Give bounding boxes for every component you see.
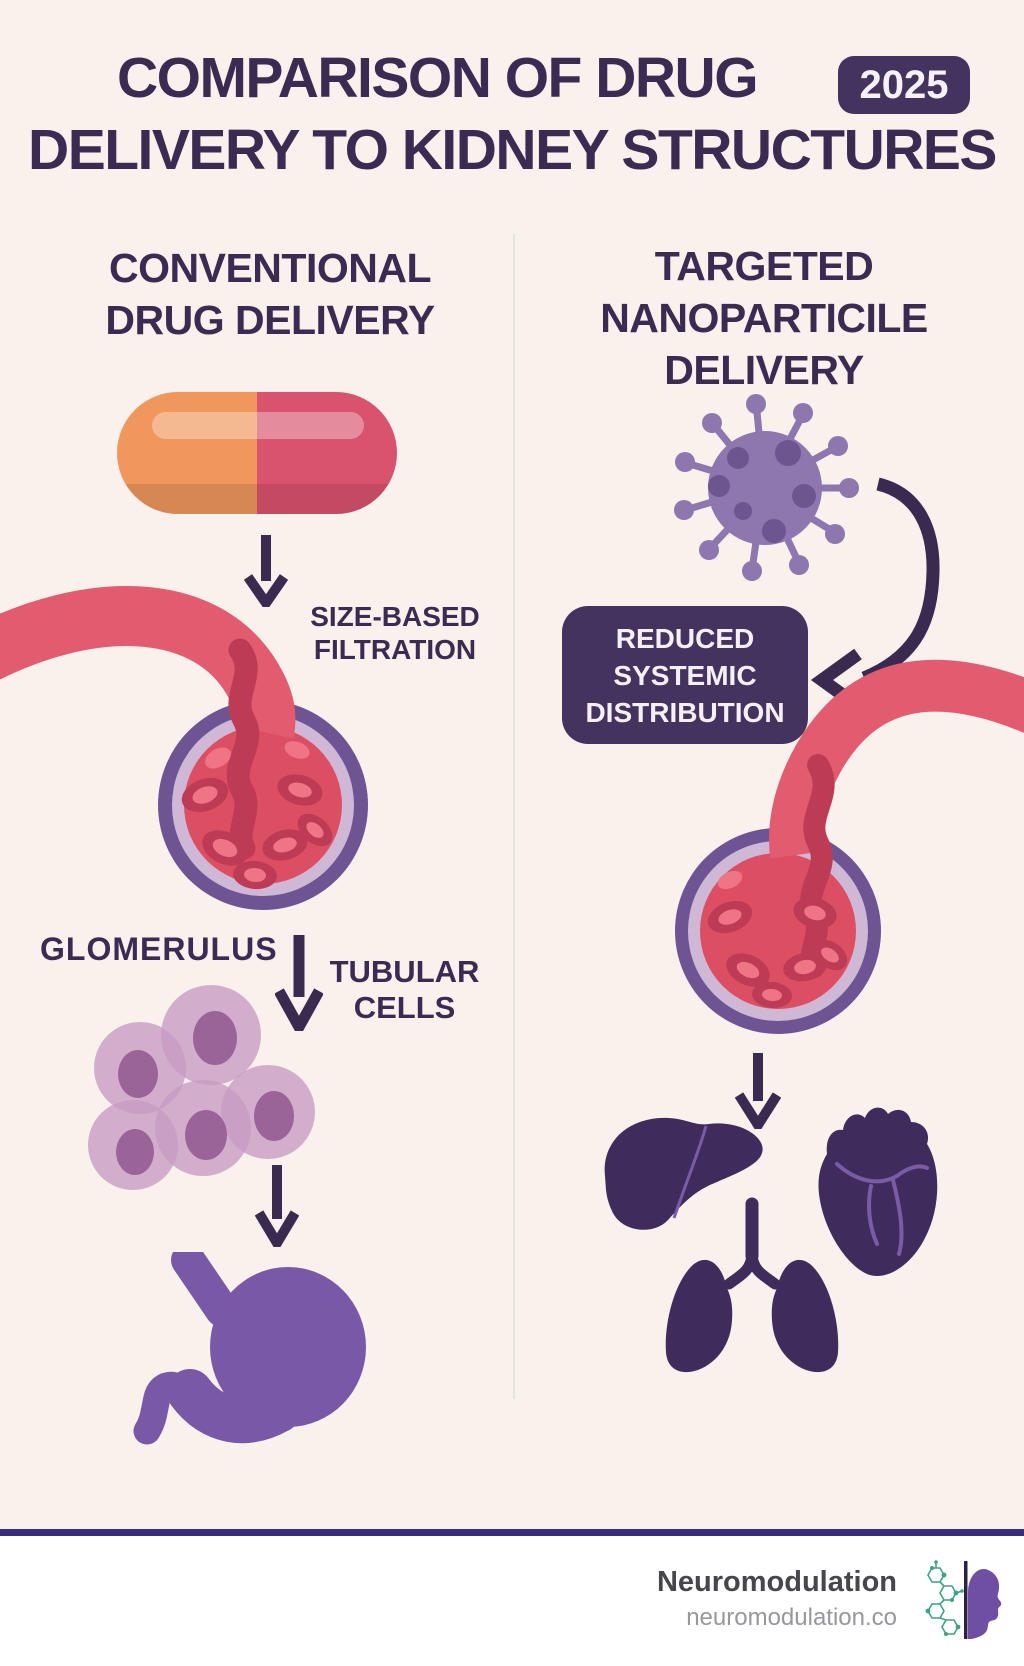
- head-silhouette: [968, 1569, 1002, 1639]
- organs-group: [604, 1107, 938, 1373]
- tubular-cells-label: TUBULAR CELLS: [322, 954, 487, 1026]
- page-title-line1: COMPARISON OF DRUG: [116, 46, 759, 110]
- filtration-label: SIZE-BASED FILTRATION: [300, 600, 490, 666]
- brand-name: Neuromodulation: [656, 1566, 897, 1598]
- filtration-label-line1: SIZE-BASED: [310, 601, 480, 632]
- lungs-icon: [665, 1197, 839, 1373]
- left-column-heading: CONVENTIONAL DRUG DELIVERY: [0, 242, 540, 346]
- brand-website: neuromodulation.co: [686, 1604, 897, 1631]
- right-column-heading: TARGETED NANOPARTICILE DELIVERY: [514, 240, 1014, 396]
- capillary-loops: [707, 870, 848, 1009]
- tubular-label-line2: CELLS: [353, 990, 456, 1025]
- tubular-label-line1: TUBULAR: [329, 954, 480, 989]
- nanoparticle-icon: [674, 394, 859, 581]
- down-arrow-icon: [244, 535, 288, 607]
- blood-vessel-glomerulus-icon: [675, 659, 1024, 1034]
- brand-logo: [925, 1560, 1002, 1639]
- badge-line2: SYSTEMIC: [613, 659, 757, 691]
- left-heading-line1: CONVENTIONAL: [109, 245, 432, 291]
- tubular-cells-icon: [88, 985, 315, 1190]
- right-heading-line2: NANOPARTICILE: [600, 295, 928, 341]
- badge-line3: DISTRIBUTION: [585, 696, 785, 728]
- glomerulus-label: GLOMERULUS: [40, 931, 278, 967]
- reduced-systemic-badge: REDUCED SYSTEMIC DISTRIBUTION: [562, 606, 808, 744]
- footer-divider: [0, 1529, 1024, 1536]
- year-badge: 2025: [838, 56, 970, 114]
- page-title-line2: DELIVERY TO KIDNEY STRUCTURES: [28, 118, 997, 182]
- down-arrow-icon: [275, 935, 323, 1031]
- footer: [0, 1536, 1024, 1666]
- badge-line1: REDUCED: [615, 622, 755, 654]
- capillary-loops: [181, 741, 333, 890]
- down-arrow-icon: [735, 1053, 781, 1129]
- right-heading-line3: DELIVERY: [664, 347, 864, 393]
- heart-icon: [818, 1107, 938, 1277]
- blood-vessel-glomerulus-icon: [0, 586, 368, 910]
- stomach-icon: [133, 1252, 366, 1445]
- liver-icon: [604, 1117, 763, 1230]
- right-heading-line1: TARGETED: [654, 243, 874, 289]
- left-heading-line2: DRUG DELIVERY: [105, 297, 435, 343]
- column-divider: [513, 234, 515, 1399]
- down-arrow-icon: [255, 1165, 299, 1247]
- filtration-label-line2: FILTRATION: [313, 634, 477, 665]
- pill-capsule-icon: [117, 392, 397, 514]
